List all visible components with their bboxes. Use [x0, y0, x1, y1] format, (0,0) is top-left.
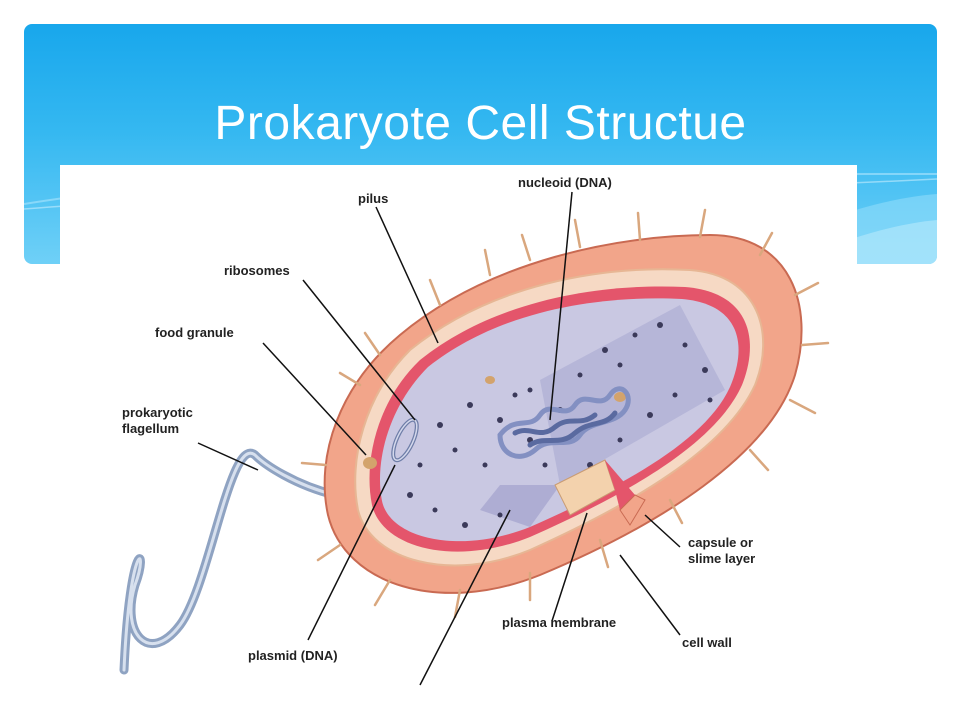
pilus-leader — [375, 206, 439, 344]
label-capsule-line1: capsule or — [688, 535, 753, 550]
label-ribosomes: ribosomes — [224, 263, 290, 278]
plasmid-leader — [307, 464, 396, 641]
cell-diagram-panel: nucleoid (DNA) pilus ribosomes food gran… — [60, 165, 857, 695]
prokaryote-cell-diagram: nucleoid (DNA) pilus ribosomes food gran… — [119, 175, 830, 686]
slide-title: Prokaryote Cell Structue — [214, 97, 747, 150]
label-plasmid: plasmid (DNA) — [248, 648, 338, 663]
food-granule-leader — [262, 342, 367, 456]
label-nucleoid: nucleoid (DNA) — [518, 175, 612, 190]
ribosomes-leader — [302, 279, 416, 421]
label-food-granule: food granule — [155, 325, 234, 340]
nucleoid-leader — [549, 191, 573, 421]
label-plasma-membrane: plasma membrane — [502, 615, 616, 630]
label-flagellum-line2: flagellum — [122, 421, 179, 436]
wall-cross-section — [554, 459, 646, 526]
label-cell-wall: cell wall — [682, 635, 732, 650]
label-flagellum-line1: prokaryotic — [122, 405, 193, 420]
flagellum-leader — [197, 442, 259, 471]
cytoplasm-leader — [419, 509, 511, 686]
food-granule-shape — [363, 457, 377, 469]
capsule-leader — [644, 514, 681, 548]
ribosome-dots — [407, 322, 713, 528]
plasma-membrane-leader — [551, 512, 588, 622]
label-pilus: pilus — [358, 191, 388, 206]
cell-wall-leader — [619, 554, 681, 636]
label-capsule-line2: slime layer — [688, 551, 755, 566]
nucleoid-shape — [497, 386, 631, 459]
